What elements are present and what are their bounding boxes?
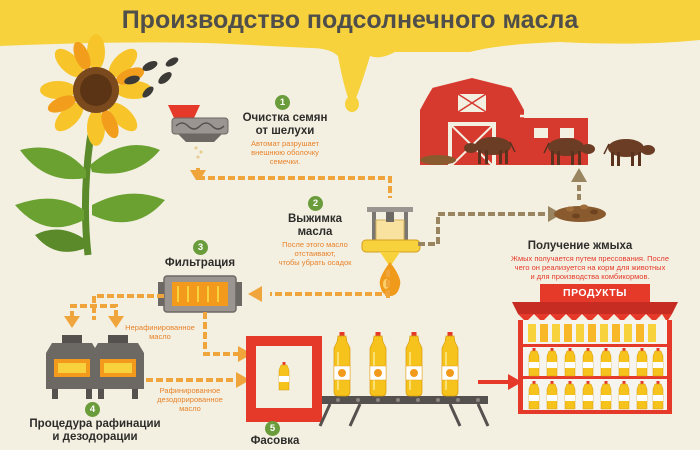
step-note: После этого масло отстаивают, чтобы убра… [255, 240, 375, 267]
oil-cake-title: Получение жмыха [527, 240, 633, 252]
oil-cake-note-line: и для производства комбикормов. [530, 272, 650, 281]
step-note-line: чтобы убрать осадок [278, 258, 352, 267]
farm-illustration [414, 73, 656, 167]
flow-label-line: Нерафинированное [125, 323, 195, 332]
oil-cake-pile [554, 204, 606, 222]
step-title: Очистка семян от шелухи [220, 112, 350, 138]
flow-label-line: дезодорированное [157, 395, 223, 404]
step-title-line: Выжимка [287, 213, 342, 225]
step-badge: 1 [275, 95, 290, 110]
step-title: Фильтрация [164, 257, 236, 269]
unrefined-oil-label: Нерафинированное масло [112, 323, 208, 341]
step-title-line: масла [297, 226, 333, 238]
page-title: Производство подсолнечного масла [121, 6, 579, 34]
step-title-line: Очистка семян [242, 112, 328, 124]
oil-cake-note-line: чего он реализуется на корм для животных [514, 263, 666, 272]
sunflower-illustration [15, 34, 179, 256]
seed-cleaning-machine [168, 105, 229, 159]
refined-oil-label: Рафинированное дезодорированное масло [140, 386, 240, 413]
filtration-unit [158, 275, 242, 313]
step-title-line: от шелухи [255, 125, 315, 137]
conveyor-belt [318, 331, 490, 427]
step-badge: 3 [193, 240, 208, 255]
step-badge: 5 [265, 421, 280, 436]
step-title: Процедура рафинации и дезодорации [10, 418, 180, 444]
step-title: Фасовка [250, 435, 300, 447]
packing-machine [246, 336, 322, 422]
oil-press [361, 207, 421, 264]
oil-cake-note: Жмых получается путем прессования. После… [480, 254, 700, 281]
flow-label-line: масло [149, 332, 171, 341]
step-title: Выжимка масла [255, 213, 375, 239]
flow-label-line: Рафинированное [159, 386, 221, 395]
shop-shelves [512, 284, 678, 414]
step-note-line: Автомат разрушает [250, 139, 320, 148]
step-note-line: После этого масло [282, 240, 348, 249]
flow-label-line: масло [179, 404, 201, 413]
step-note-line: отстаивают, [294, 249, 336, 258]
step-note-line: семечки. [269, 157, 301, 166]
refining-tanks [46, 335, 144, 399]
shop-sign: ПРОДУКТЫ [563, 287, 627, 299]
step-note-line: внешнюю оболочку [251, 148, 319, 157]
step-badge: 2 [308, 196, 323, 211]
oil-drip-band [0, 0, 700, 108]
step-note: Автомат разрушает внешнюю оболочку семеч… [225, 139, 345, 166]
step-title-line: и дезодорации [52, 431, 138, 443]
oil-cake-note-line: Жмых получается путем прессования. После [511, 254, 669, 263]
step-badge: 4 [85, 402, 100, 417]
step-title-line: Процедура рафинации [29, 418, 161, 430]
